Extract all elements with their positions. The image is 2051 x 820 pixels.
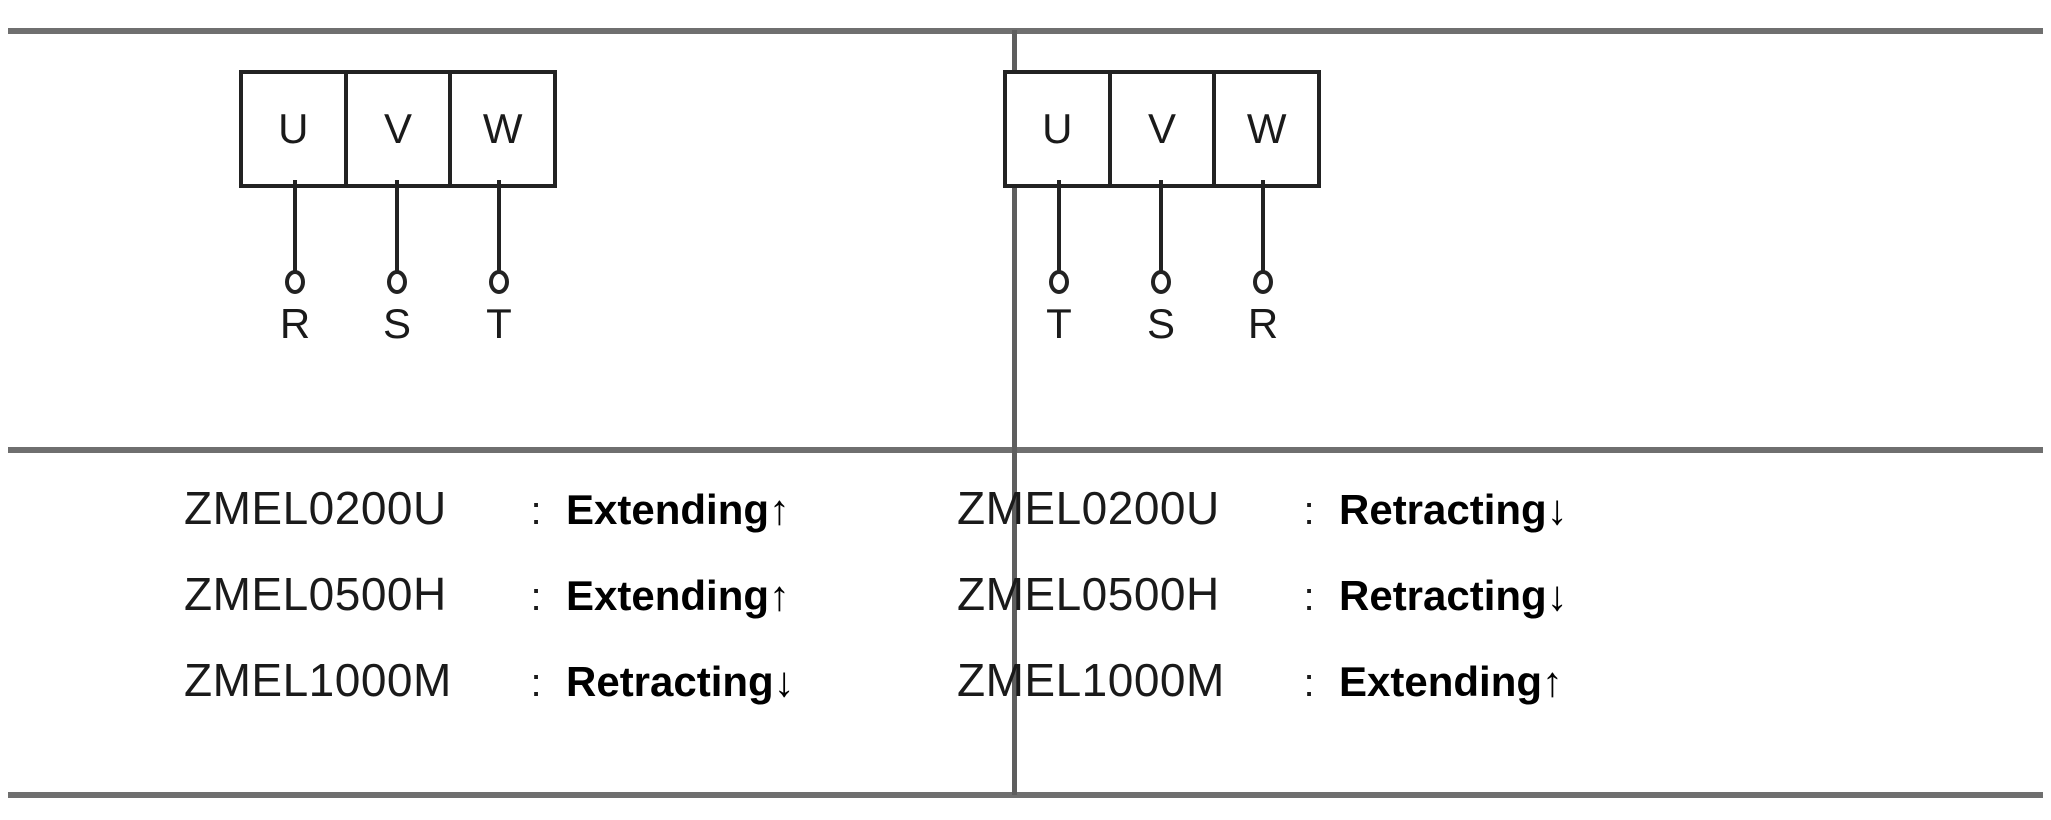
model-name: ZMEL0200U: [957, 482, 1220, 534]
terminal-circle-t: [1049, 270, 1069, 294]
table-vertical-divider: [1012, 30, 1017, 795]
terminal-label-t: T: [486, 300, 512, 347]
model-direction-row: ZMEL1000M : Extending↑: [957, 653, 1568, 715]
direction-label: Retracting↓: [1331, 486, 1568, 534]
direction-label: Extending↑: [1331, 658, 1563, 706]
terminal-cell-w: W: [1212, 74, 1317, 184]
row-separator: :: [530, 661, 542, 705]
terminal-circle-r: [1253, 270, 1273, 294]
terminal-circle-t: [489, 270, 509, 294]
model-direction-row: ZMEL0500H : Extending↑: [184, 567, 795, 629]
table-middle-rule: [8, 447, 2043, 453]
row-separator: :: [530, 489, 542, 533]
terminal-circle-s: [1151, 270, 1171, 294]
model-direction-list-right: ZMEL0200U : Retracting↓ ZMEL0500H : Retr…: [957, 453, 2043, 792]
terminal-circle-r: [285, 270, 305, 294]
direction-arrow-icon: ↑: [769, 486, 791, 533]
model-name: ZMEL1000M: [184, 654, 452, 706]
direction-arrow-icon: ↑: [1542, 658, 1564, 705]
wiring-diagram-right: U V W T S R: [1003, 34, 2043, 447]
direction-arrow-icon: ↓: [773, 658, 795, 705]
wire-u-to-t: [1057, 180, 1061, 272]
wire-w-to-t: [497, 180, 501, 272]
terminal-label-t: T: [1046, 300, 1072, 347]
wire-w-to-r: [1261, 180, 1265, 272]
terminal-label-r: R: [279, 300, 311, 347]
terminal-label-s: S: [1146, 300, 1175, 347]
model-direction-row: ZMEL0200U : Retracting↓: [957, 481, 1568, 543]
wire-v-to-s: [1159, 180, 1163, 272]
terminal-cell-w: W: [448, 74, 553, 184]
wire-u-to-r: [293, 180, 297, 272]
wire-v-to-s: [395, 180, 399, 272]
terminal-circle-s: [387, 270, 407, 294]
direction-text: Extending: [1339, 658, 1543, 705]
row-separator: :: [1303, 661, 1315, 705]
direction-label: Retracting↓: [558, 658, 795, 706]
terminal-block-left: U V W: [239, 70, 557, 188]
row-separator: :: [1303, 575, 1315, 619]
model-direction-list-left: ZMEL0200U : Extending↑ ZMEL0500H : Exten…: [8, 453, 1012, 792]
direction-label: Retracting↓: [1331, 572, 1568, 620]
terminal-block-right: U V W: [1003, 70, 1321, 188]
table-bottom-rule: [8, 792, 2043, 798]
model-name: ZMEL0200U: [184, 482, 447, 534]
table-top-rule: [8, 28, 2043, 34]
direction-label: Extending↑: [558, 572, 790, 620]
wiring-diagram-left: U V W R S T: [8, 34, 1012, 447]
terminal-cell-v: V: [343, 74, 449, 184]
row-separator: :: [1303, 489, 1315, 533]
direction-text: Extending: [566, 486, 770, 533]
model-direction-row: ZMEL1000M : Retracting↓: [184, 653, 795, 715]
model-direction-row: ZMEL0200U : Extending↑: [184, 481, 795, 543]
direction-arrow-icon: ↓: [1546, 572, 1568, 619]
direction-text: Retracting: [1339, 572, 1547, 619]
direction-arrow-icon: ↑: [769, 572, 791, 619]
model-name: ZMEL0500H: [184, 568, 447, 620]
model-direction-row: ZMEL0500H : Retracting↓: [957, 567, 1568, 629]
direction-label: Extending↑: [558, 486, 790, 534]
direction-arrow-icon: ↓: [1546, 486, 1568, 533]
direction-text: Extending: [566, 572, 770, 619]
terminal-cell-u: U: [278, 105, 309, 152]
panel-right: U V W T S R: [1003, 34, 2043, 447]
direction-text: Retracting: [566, 658, 774, 705]
terminal-label-r: R: [1247, 300, 1279, 347]
terminal-label-s: S: [382, 300, 411, 347]
row-separator: :: [530, 575, 542, 619]
terminal-cell-v: V: [1107, 74, 1213, 184]
model-name: ZMEL0500H: [957, 568, 1220, 620]
model-name: ZMEL1000M: [957, 654, 1225, 706]
terminal-cell-u: U: [1042, 105, 1073, 152]
direction-text: Retracting: [1339, 486, 1547, 533]
panel-left: U V W R S T: [8, 34, 1012, 447]
